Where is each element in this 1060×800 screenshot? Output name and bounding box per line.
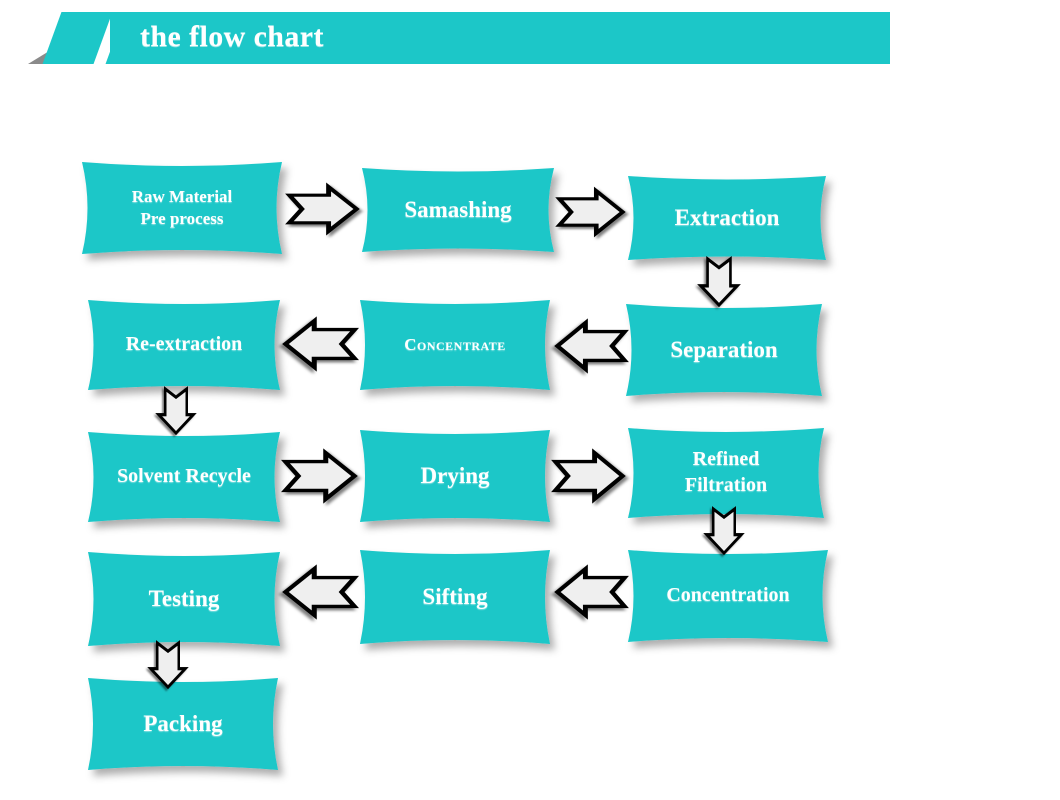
header-banner-bar (110, 12, 890, 64)
arrow-down-re-extraction-to-solvent-recycle-icon (155, 386, 197, 436)
flow-node-label: Packing (143, 711, 223, 737)
flow-node-packing[interactable]: Packing (88, 678, 278, 770)
arrow-down-testing-to-packing-icon (147, 640, 189, 690)
arrow-right-raw-material-to-samashing-icon (285, 182, 360, 236)
flow-node-label: Separation (670, 337, 778, 363)
flow-node-raw-material-pre-process[interactable]: Raw Material Pre process (82, 162, 282, 254)
arrow-left-concentration-to-sifting-icon (554, 564, 629, 620)
flow-node-concentrate[interactable]: Concentrate (360, 300, 550, 390)
flow-node-extraction[interactable]: Extraction (628, 176, 826, 260)
arrow-right-drying-to-refined-filtration-icon (551, 448, 626, 504)
arrow-left-sifting-to-testing-icon (282, 564, 360, 620)
flow-node-label: Drying (420, 463, 490, 489)
arrow-left-separation-to-concentrate-icon (554, 318, 629, 374)
flow-node-label: Concentration (666, 584, 790, 607)
arrow-down-refined-filtration-to-concentration-icon (703, 506, 745, 556)
flow-node-label: Extraction (674, 205, 780, 231)
flow-node-label: Testing (148, 586, 220, 612)
flow-node-refined-filtration[interactable]: Refined Filtration (628, 428, 824, 518)
flow-node-label: Concentrate (404, 335, 506, 355)
flow-node-testing[interactable]: Testing (88, 552, 280, 646)
flow-node-drying[interactable]: Drying (360, 430, 550, 522)
page-header: the flow chart (0, 12, 1060, 64)
flow-node-concentration[interactable]: Concentration (628, 550, 828, 642)
flow-node-separation[interactable]: Separation (626, 304, 822, 396)
flow-node-label: Samashing (404, 197, 512, 223)
flow-node-solvent-recycle[interactable]: Solvent Recycle (88, 432, 280, 522)
flow-node-label: Refined Filtration (684, 448, 768, 496)
flow-node-sifting[interactable]: Sifting (360, 550, 550, 644)
flow-node-label: Sifting (422, 584, 488, 610)
arrow-left-concentrate-to-re-extraction-icon (282, 316, 360, 372)
flow-node-label: Re-extraction (125, 333, 243, 356)
arrow-right-samashing-to-extraction-icon (555, 186, 626, 238)
page-title: the flow chart (140, 20, 324, 53)
flow-node-samashing[interactable]: Samashing (362, 168, 554, 252)
flow-node-label: Solvent Recycle (117, 465, 251, 488)
flow-node-re-extraction[interactable]: Re-extraction (88, 300, 280, 390)
arrow-down-extraction-to-separation-icon (697, 255, 741, 308)
arrow-right-solvent-recycle-to-drying-icon (280, 448, 358, 504)
flow-node-label: Raw Material Pre process (131, 187, 233, 228)
